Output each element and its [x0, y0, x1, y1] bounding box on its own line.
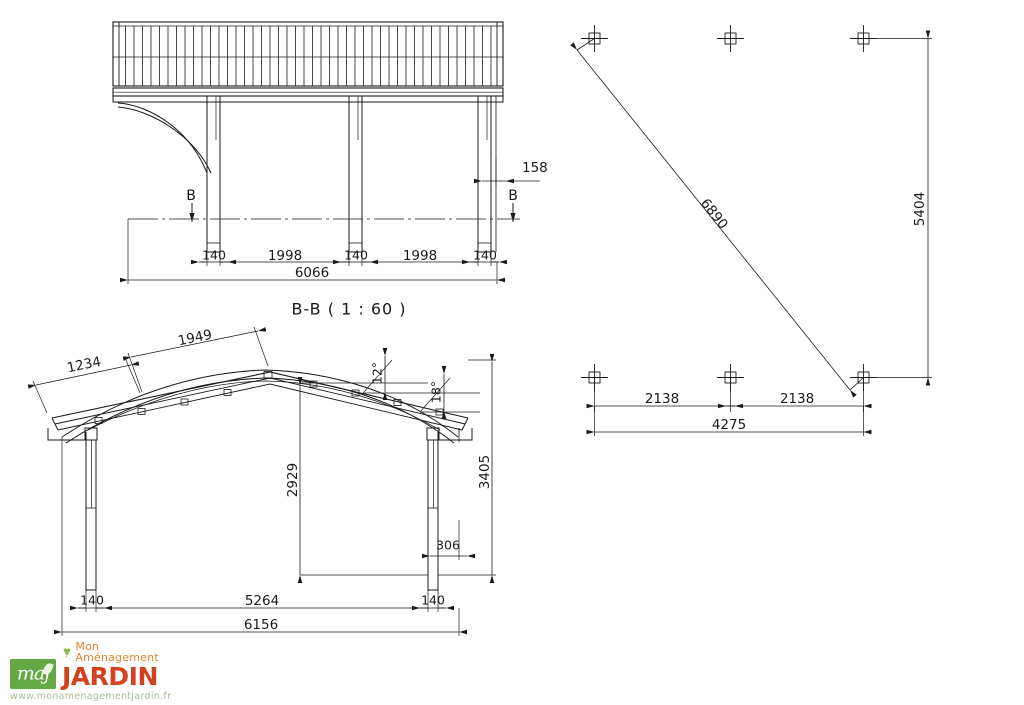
dim-label-5264: 5264: [245, 593, 279, 609]
dim-label-158: 158: [522, 160, 548, 176]
brand-logo[interactable]: maj Mon Aménagement JARDIN www.monamenag…: [10, 641, 180, 702]
dim-label-1949: 1949: [177, 327, 214, 350]
logo-monogram-text: maj: [16, 662, 50, 685]
dim-label-bb-post-right-140: 140: [421, 593, 445, 608]
dim-clear-height-2929: [297, 377, 428, 583]
dim-label-6156: 6156: [244, 617, 278, 633]
section-bb-title: B-B ( 1 : 60 ): [292, 300, 407, 319]
dim-label-6890: 6890: [697, 196, 731, 233]
dim-diagonal-6890: [570, 38, 864, 398]
dim-label-1234: 1234: [66, 354, 103, 377]
dim-label-3405: 3405: [477, 455, 493, 489]
dim-post-offset-306: [422, 520, 475, 560]
plan-geometry: [570, 25, 932, 436]
dim-label-angle-18: 18°: [429, 381, 444, 403]
dim-label-overall-6066: 6066: [295, 265, 329, 281]
dim-label-306: 306: [436, 538, 460, 553]
dim-label-bb-post-left-140: 140: [80, 593, 104, 608]
flower-icon: [63, 647, 71, 657]
dim-label-2929: 2929: [285, 463, 301, 497]
dim-label-post-right-140: 140: [473, 248, 497, 263]
dim-label-5404: 5404: [912, 192, 928, 226]
dim-plan-overall-4275: [586, 406, 872, 436]
section-mark-label-left: B: [186, 188, 196, 204]
dim-eave-1234: [27, 359, 141, 414]
dim-beam-offset-158: [474, 158, 540, 186]
dim-chain-section-bb: [70, 590, 454, 612]
dim-label-2138-right: 2138: [780, 391, 814, 407]
dim-angle-12: [362, 348, 480, 400]
dim-depth-5404: [863, 30, 932, 386]
dim-angle-18: [419, 366, 480, 419]
logo-brand-text: JARDIN: [62, 662, 158, 691]
dim-label-4275: 4275: [712, 417, 746, 433]
logo-tagline-text: Mon Aménagement: [75, 640, 159, 664]
dim-overall-6156: [54, 437, 467, 636]
dim-label-bay-right-1998: 1998: [403, 248, 437, 264]
dim-label-2138-left: 2138: [645, 391, 679, 407]
dim-label-post-left-140: 140: [202, 248, 226, 263]
dim-overall-6066: [120, 219, 505, 284]
dim-chain-front-elevation: [191, 243, 507, 266]
logo-url-text[interactable]: www.monamenagementjardin.fr: [10, 691, 172, 702]
dim-label-post-mid-140: 140: [344, 248, 368, 263]
dim-slope-1949: [122, 326, 269, 393]
dim-total-height-3405: [438, 354, 496, 583]
dim-label-angle-12: 12°: [370, 362, 385, 384]
section-mark-label-right: B: [508, 188, 518, 204]
front-elevation-geometry: [112, 21, 520, 253]
logo-monogram-badge: maj: [10, 659, 56, 689]
section-bb-geometry: [47, 369, 473, 591]
dim-label-bay-left-1998: 1998: [268, 248, 302, 264]
logo-tagline-row: Mon Aménagement: [62, 641, 180, 663]
